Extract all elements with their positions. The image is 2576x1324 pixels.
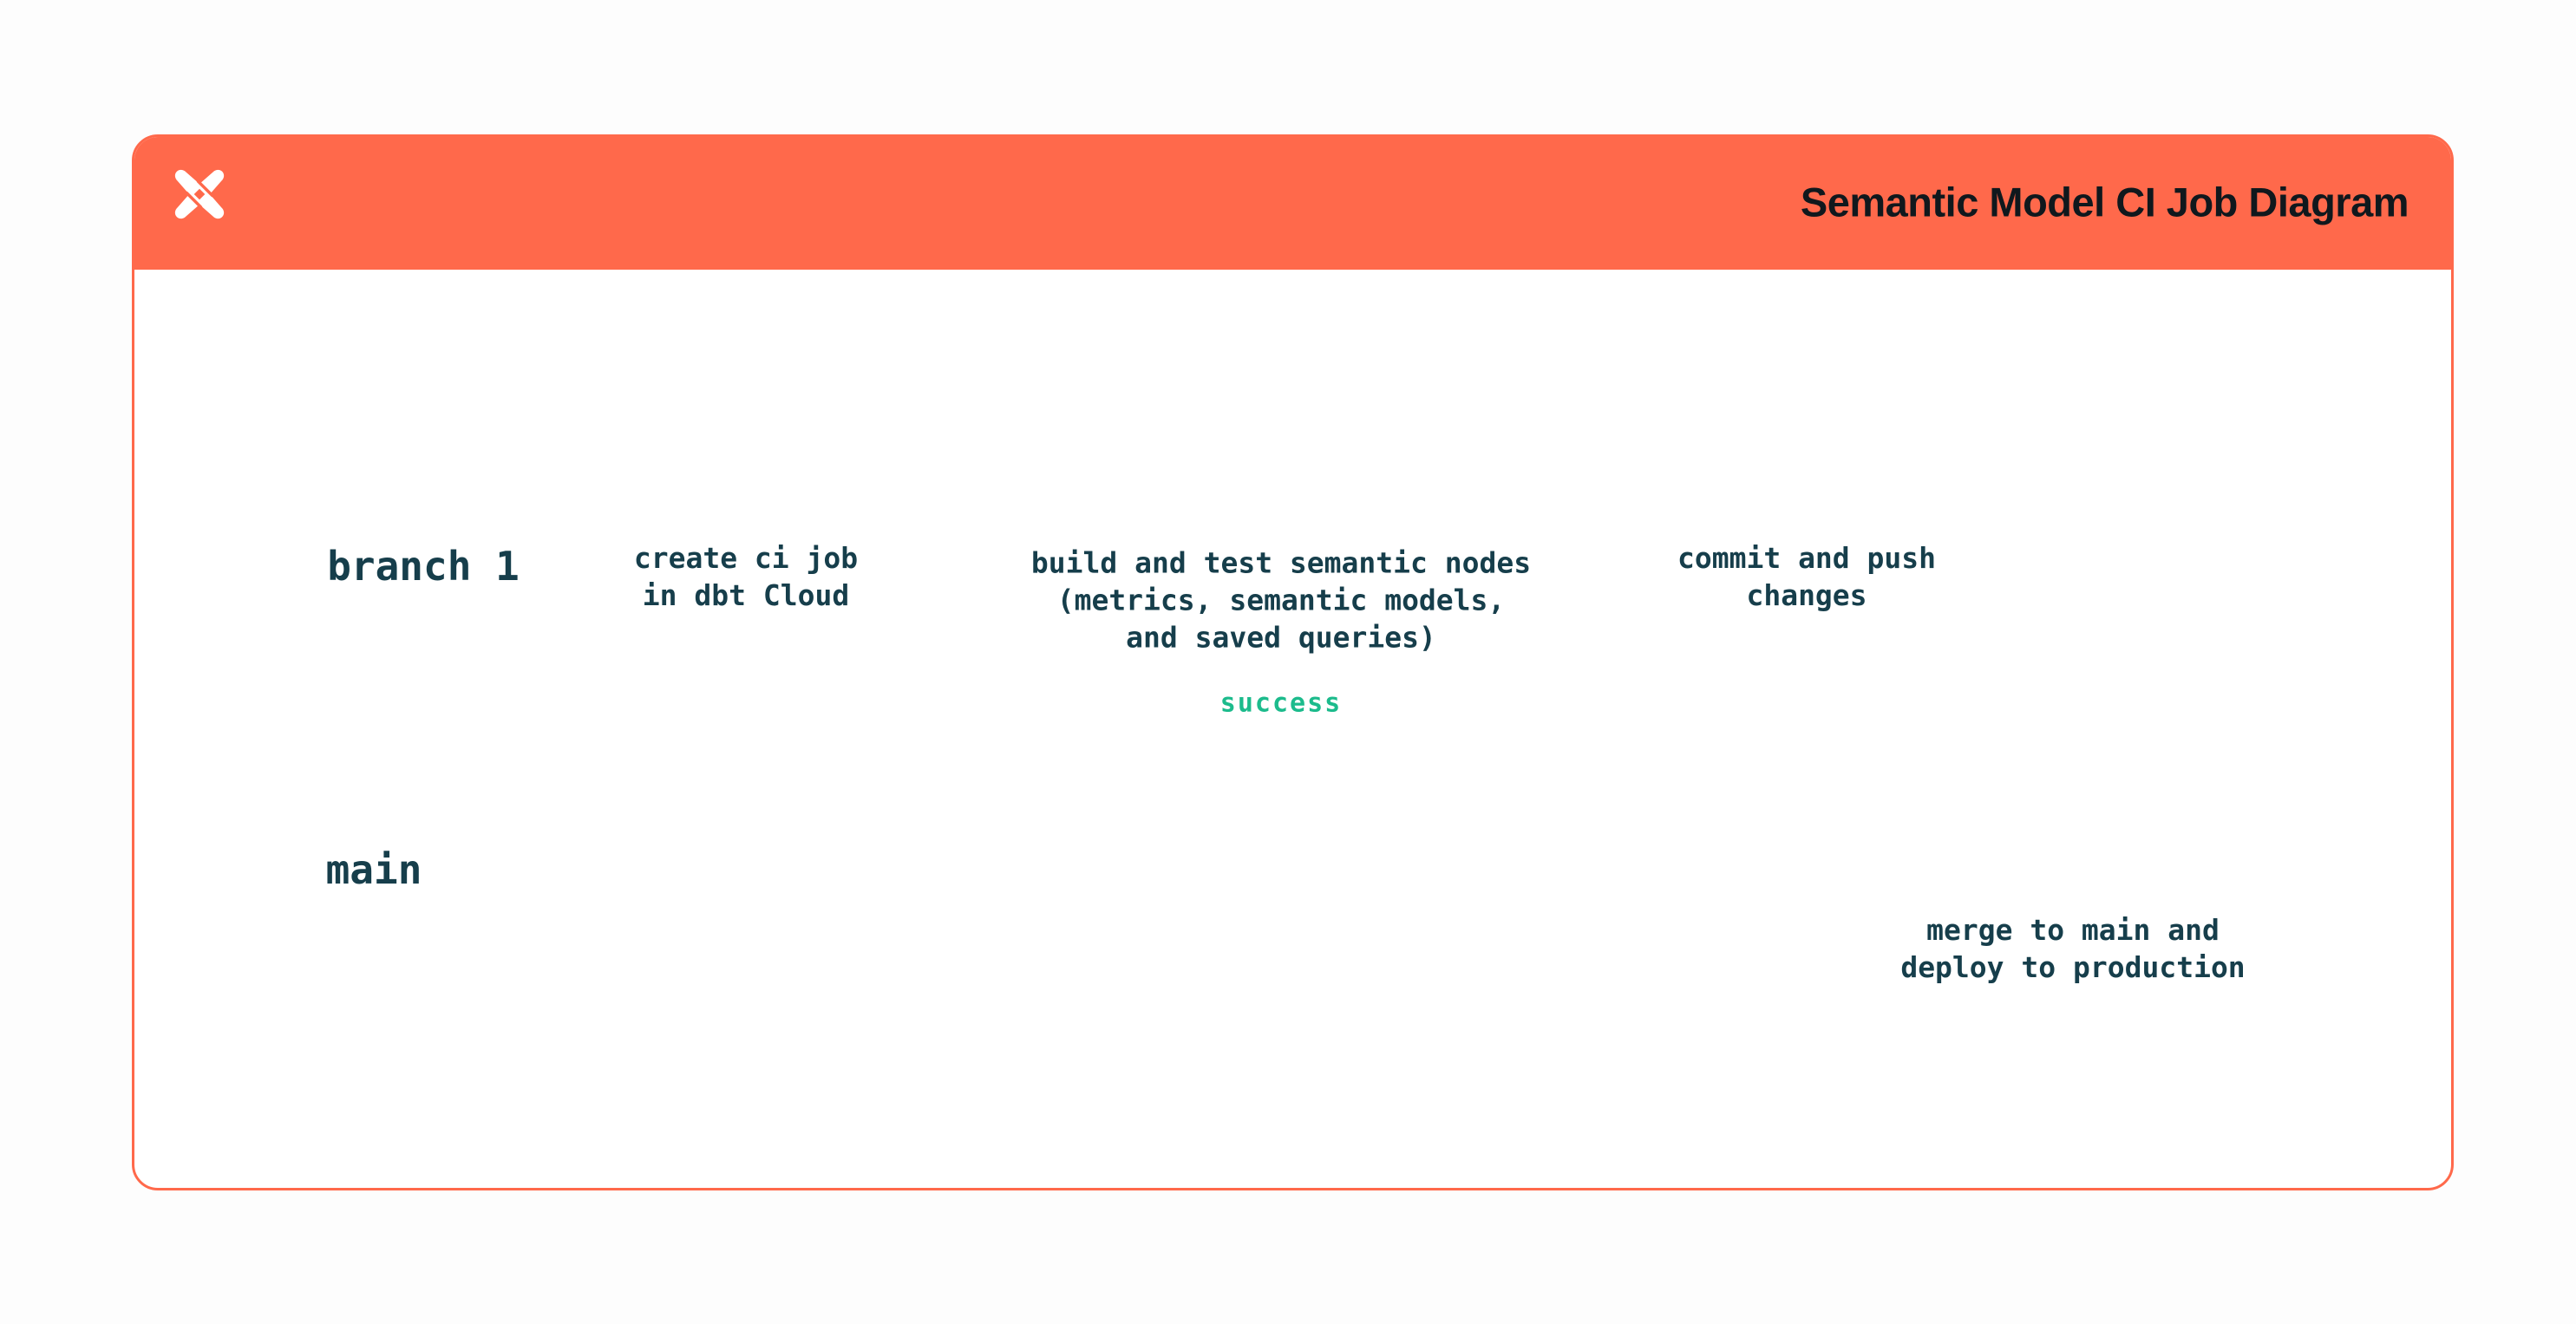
- card-header: Semantic Model CI Job Diagram: [134, 137, 2451, 270]
- step-build-test-label: build and test semantic nodes (metrics, …: [1030, 545, 1532, 655]
- step-commit-push-label: commit and push changes: [1677, 541, 1937, 612]
- step-merge-deploy-label: merge to main and deploy to production: [1900, 913, 2246, 984]
- step-create-ci-label: create ci job in dbt Cloud: [633, 541, 859, 612]
- dbt-logo-icon: [174, 169, 225, 219]
- page-title: Semantic Model CI Job Diagram: [1800, 179, 2409, 225]
- success-loop-label: success: [1219, 688, 1343, 719]
- main-label: main: [325, 846, 422, 893]
- diagram-card: Semantic Model CI Job Diagram: [132, 134, 2454, 1190]
- branch1-label: branch 1: [327, 543, 520, 590]
